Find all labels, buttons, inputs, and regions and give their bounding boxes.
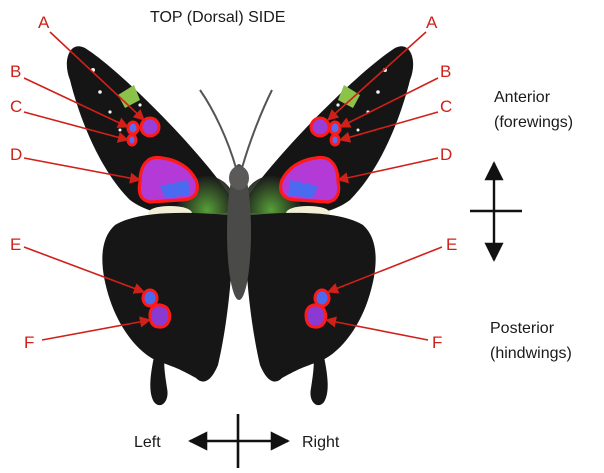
label-left-f: F — [24, 333, 34, 352]
label-right-f: F — [432, 333, 442, 352]
label-right-b: B — [440, 62, 451, 81]
label-right-e: E — [446, 235, 457, 254]
posterior-label: Posterior — [490, 320, 555, 337]
right-spot-f — [306, 305, 326, 327]
body-head — [229, 166, 249, 190]
left-spot-f — [150, 305, 170, 327]
left-spot-a — [141, 118, 159, 136]
label-right-d: D — [440, 145, 452, 164]
right-spot-c — [331, 135, 339, 145]
label-left-e: E — [10, 235, 21, 254]
vertical-axis-cross — [470, 163, 522, 260]
posterior-sublabel: (hindwings) — [490, 345, 572, 362]
left-spot-b — [128, 122, 138, 134]
left-direction-label: Left — [134, 434, 161, 451]
right-spot-b — [330, 122, 340, 134]
butterfly-illustration — [67, 46, 413, 405]
left-spot-e — [143, 290, 157, 306]
page-title: TOP (Dorsal) SIDE — [150, 9, 285, 26]
anterior-label: Anterior — [494, 89, 551, 106]
right-hindwing — [246, 213, 376, 382]
label-right-c: C — [440, 97, 452, 116]
left-hindwing — [102, 213, 232, 382]
right-spot-a — [311, 118, 329, 136]
label-right-a: A — [426, 13, 438, 32]
left-antenna — [200, 90, 236, 168]
right-direction-label: Right — [302, 434, 340, 451]
anterior-sublabel: (forewings) — [494, 114, 573, 131]
label-left-d: D — [10, 145, 22, 164]
label-left-b: B — [10, 62, 21, 81]
label-left-a: A — [38, 13, 50, 32]
left-spot-c — [128, 135, 136, 145]
horizontal-axis-cross — [190, 414, 288, 468]
right-antenna — [242, 90, 272, 168]
label-left-c: C — [10, 97, 22, 116]
